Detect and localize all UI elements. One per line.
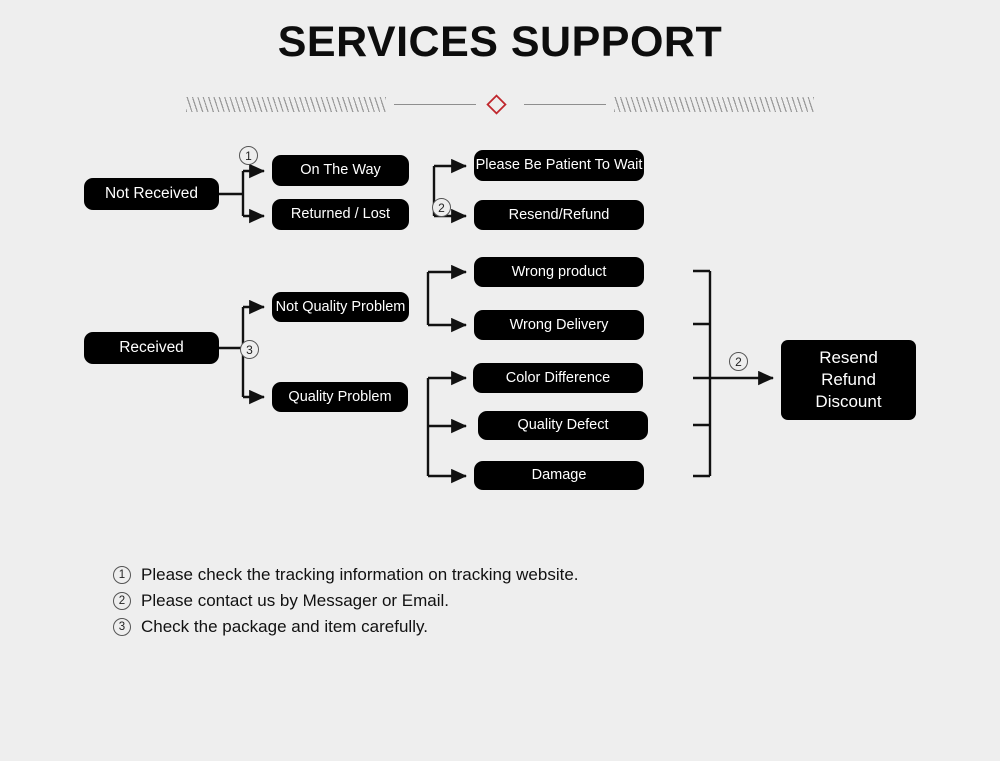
divider-rule-left — [394, 104, 476, 105]
page-title: SERVICES SUPPORT — [277, 18, 723, 66]
badge-1-tracking: 1 — [239, 146, 258, 165]
node-not-quality[interactable]: Not Quality Problem — [272, 292, 409, 322]
footnote-item: 2 Please contact us by Messager or Email. — [113, 588, 733, 614]
node-returned-lost[interactable]: Returned / Lost — [272, 199, 409, 230]
footnote-badge: 2 — [113, 592, 131, 610]
final-node-line: Discount — [815, 391, 882, 411]
node-color-diff[interactable]: Color Difference — [473, 363, 643, 393]
node-received[interactable]: Received — [84, 332, 219, 364]
footnote-item: 1 Please check the tracking information o… — [113, 562, 733, 588]
node-on-the-way[interactable]: On The Way — [272, 155, 409, 186]
divider-rule-right — [524, 104, 606, 105]
badge-2-merge: 2 — [729, 352, 748, 371]
header-divider — [186, 94, 814, 116]
footnote-list: 1 Please check the tracking information o… — [113, 562, 733, 640]
node-resend-refund[interactable]: Resend/Refund — [474, 200, 644, 230]
badge-3-check: 3 — [240, 340, 259, 359]
badge-2-contact: 2 — [432, 198, 451, 217]
footnote-item: 3 Check the package and item carefully. — [113, 614, 733, 640]
hatch-right-icon — [614, 97, 814, 112]
footnote-badge: 3 — [113, 618, 131, 636]
node-be-patient[interactable]: Please Be Patient To Wait — [474, 150, 644, 181]
diamond-icon — [486, 94, 507, 115]
footnote-text: Please check the tracking information on… — [141, 565, 579, 584]
footnote-text: Check the package and item carefully. — [141, 617, 428, 636]
node-wrong-delivery[interactable]: Wrong Delivery — [474, 310, 644, 340]
node-not-received[interactable]: Not Received — [84, 178, 219, 210]
hatch-left-icon — [186, 97, 386, 112]
node-damage[interactable]: Damage — [474, 461, 644, 490]
node-quality[interactable]: Quality Problem — [272, 382, 408, 412]
footnote-badge: 1 — [113, 566, 131, 584]
node-wrong-product[interactable]: Wrong product — [474, 257, 644, 287]
final-node-line: Refund — [821, 370, 876, 390]
footnote-text: Please contact us by Messager or Email. — [141, 591, 450, 610]
final-node-line: Resend — [819, 348, 878, 368]
node-quality-defect[interactable]: Quality Defect — [478, 411, 648, 440]
